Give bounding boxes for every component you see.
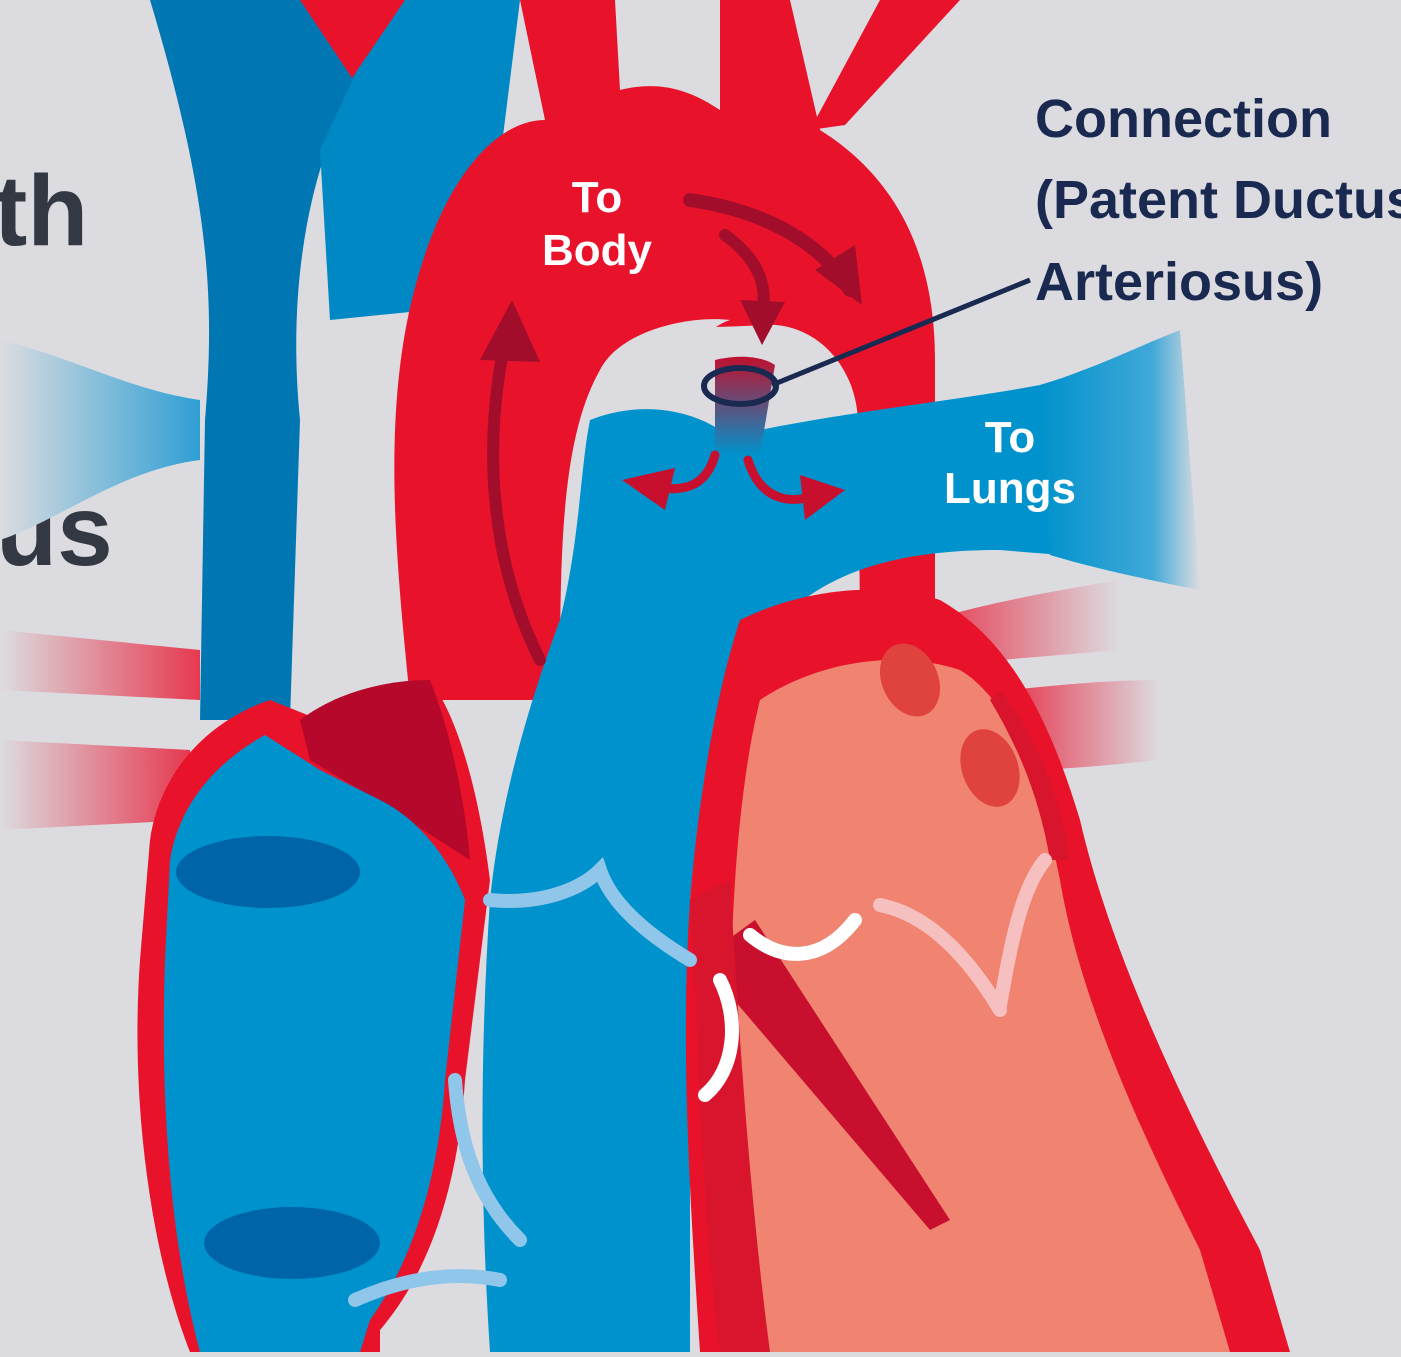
vena-cava-opening-upper	[176, 836, 360, 908]
cropped-text-th: th	[0, 155, 88, 267]
vena-cava-opening-lower	[204, 1207, 380, 1279]
to-lungs-line-2: Lungs	[944, 464, 1076, 513]
connection-label-line-3: Arteriosus)	[1035, 252, 1323, 312]
connection-label-line-2: (Patent Ductus	[1035, 170, 1401, 230]
to-body-line-1: To	[572, 173, 623, 222]
to-lungs-line-1: To	[985, 413, 1036, 462]
connection-label-line-1: Connection	[1035, 89, 1332, 149]
to-body-line-2: Body	[542, 226, 653, 275]
